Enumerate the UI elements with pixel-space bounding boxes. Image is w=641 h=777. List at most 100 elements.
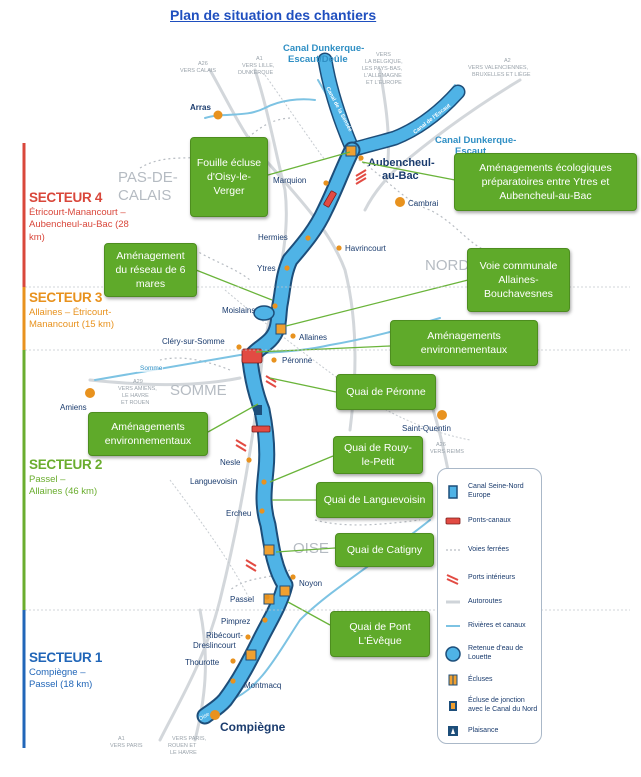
lock-3: [263, 544, 275, 556]
region-labels: PAS-DE- CALAIS NORD SOMME OISE: [118, 169, 469, 557]
dot-noyon: [290, 574, 296, 580]
sector-1: SECTEUR 1 Compiègne – Passel (18 km): [29, 650, 114, 692]
town-saint-quentin: Saint-Quentin: [402, 424, 451, 433]
dot-hermies: [305, 235, 311, 241]
somme-river-label-bg: [137, 362, 163, 372]
dot-thourotte: [230, 658, 236, 664]
sector-2-name: SECTEUR 2: [29, 457, 103, 472]
connector-quai-catigny: [275, 547, 336, 553]
connector-amenagements-eco: [361, 161, 456, 181]
sector-1-name: SECTEUR 1: [29, 650, 103, 665]
highway-paris: [193, 608, 207, 742]
port-icon: [446, 574, 459, 585]
sector-3-desc: Allaines – Étricourt-Manancourt (15 km): [29, 307, 115, 331]
callout-quai-catigny: Quai de Catigny: [335, 533, 434, 567]
town-allaines: Allaines: [299, 333, 327, 342]
callout-reseau-mares: Aménagement du réseau de 6 mares: [104, 243, 197, 297]
legend-retenue-label: Retenue d'eau de Louette: [468, 645, 524, 661]
marina-icon: [448, 726, 458, 736]
connector-fouille: [267, 151, 351, 176]
dot-compiegne: [210, 710, 220, 720]
dot-ytres: [284, 265, 290, 271]
callout-quai-rouy: Quai de Rouy-le-Petit: [333, 436, 423, 474]
railways: [169, 74, 471, 601]
lock-5: [263, 593, 275, 605]
legend-ecluses: Écluses: [438, 665, 542, 695]
dot-marquion: [323, 180, 329, 186]
town-thourotte: Thourotte: [185, 658, 220, 667]
town-labels: Arras Marquion Aubencheul-au-Bac Cambrai…: [60, 103, 451, 734]
callout-quai-peronne: Quai de Péronne: [336, 374, 436, 410]
pont-canal-icon: [445, 517, 461, 525]
legend-plaisance-label: Plaisance: [468, 726, 499, 734]
dot-clery: [236, 344, 242, 350]
dot-aubencheul: [358, 155, 364, 161]
dot-montmacq: [230, 678, 236, 684]
connector-voie-communale: [285, 279, 469, 327]
callout-voie-communale: Voie communale Allaines-Bouchavesnes: [467, 248, 570, 312]
callout-amenagements-env-1: Aménagements environnementaux: [390, 320, 538, 366]
dot-languevoisin: [261, 479, 267, 485]
railway-icon: [446, 549, 460, 551]
somme-river-label: Somme: [140, 365, 163, 372]
connector-env1: [255, 345, 391, 353]
legend-voies-ferrees: Voies ferrées: [438, 535, 542, 565]
connector-quai-peronne: [269, 377, 337, 393]
port-marquion: [355, 169, 367, 185]
lock-icon: [448, 674, 458, 686]
canal-escaut-arm-fill: [346, 86, 464, 156]
legend-rivieres: Rivières et canaux: [438, 611, 542, 641]
dot-moislains: [272, 303, 278, 309]
canal-icon: [448, 485, 458, 499]
callout-amenagements-env-2: Aménagements environnementaux: [88, 412, 208, 456]
callout-amenagements-ecologiques: Aménagements écologiques préparatoires e…: [454, 153, 637, 211]
town-havrincourt: Havrincourt: [345, 244, 387, 253]
town-arras: Arras: [190, 103, 211, 112]
sector-4-desc: Étricourt-Manancourt – Aubencheul-au-Bac…: [29, 207, 129, 243]
sector-3: SECTEUR 3 Allaines – Étricourt-Manancour…: [29, 290, 119, 332]
legend-ports-label: Ports intérieurs: [468, 573, 516, 581]
lock-1: [345, 145, 357, 157]
port-catigny: [245, 559, 257, 572]
dot-pimprez: [262, 617, 268, 623]
canal-label-dunkerque-deule: Canal Dunkerque-Escaut/Deûle: [283, 43, 364, 65]
railway-central: [224, 289, 471, 441]
connector-env2: [207, 403, 259, 433]
region-nord: NORD: [425, 257, 469, 274]
sector-3-name: SECTEUR 3: [29, 290, 103, 305]
legend-jonction: Écluse de jonction avec le Canal du Nord: [438, 691, 542, 721]
sector-4-name: SECTEUR 4: [29, 190, 103, 205]
town-marquion: Marquion: [273, 176, 306, 185]
ports: [235, 169, 367, 572]
railway-south: [169, 479, 251, 601]
pont-canal-sensee: [323, 190, 337, 208]
town-moislains: Moislains: [222, 306, 255, 315]
town-ytres: Ytres: [257, 264, 276, 273]
highway-belgique: [378, 68, 390, 162]
callout-connectors: [195, 151, 469, 626]
pont-canal-south: [251, 425, 271, 433]
lock-2: [275, 323, 287, 335]
legend-ponts-canaux: Ponts-canaux: [438, 506, 542, 536]
pont-canal-somme: [241, 348, 263, 364]
railway-north: [264, 74, 326, 161]
dot-havrincourt: [336, 245, 342, 251]
connector-reseau-mares: [195, 269, 273, 301]
town-dots: [85, 110, 447, 720]
town-pimprez: Pimprez: [221, 617, 250, 626]
town-peronne: Péronne: [282, 356, 313, 365]
lock-4: [279, 585, 291, 597]
lock-6: [245, 649, 257, 661]
dot-passel: [264, 594, 270, 600]
locks: [245, 145, 357, 661]
town-clery: Cléry-sur-Somme: [162, 337, 225, 346]
canal-label-dunkerque-escaut: Canal Dunkerque-Escaut: [435, 135, 516, 157]
legend-jonction-label: Écluse de jonction avec le Canal du Nord: [468, 697, 538, 713]
